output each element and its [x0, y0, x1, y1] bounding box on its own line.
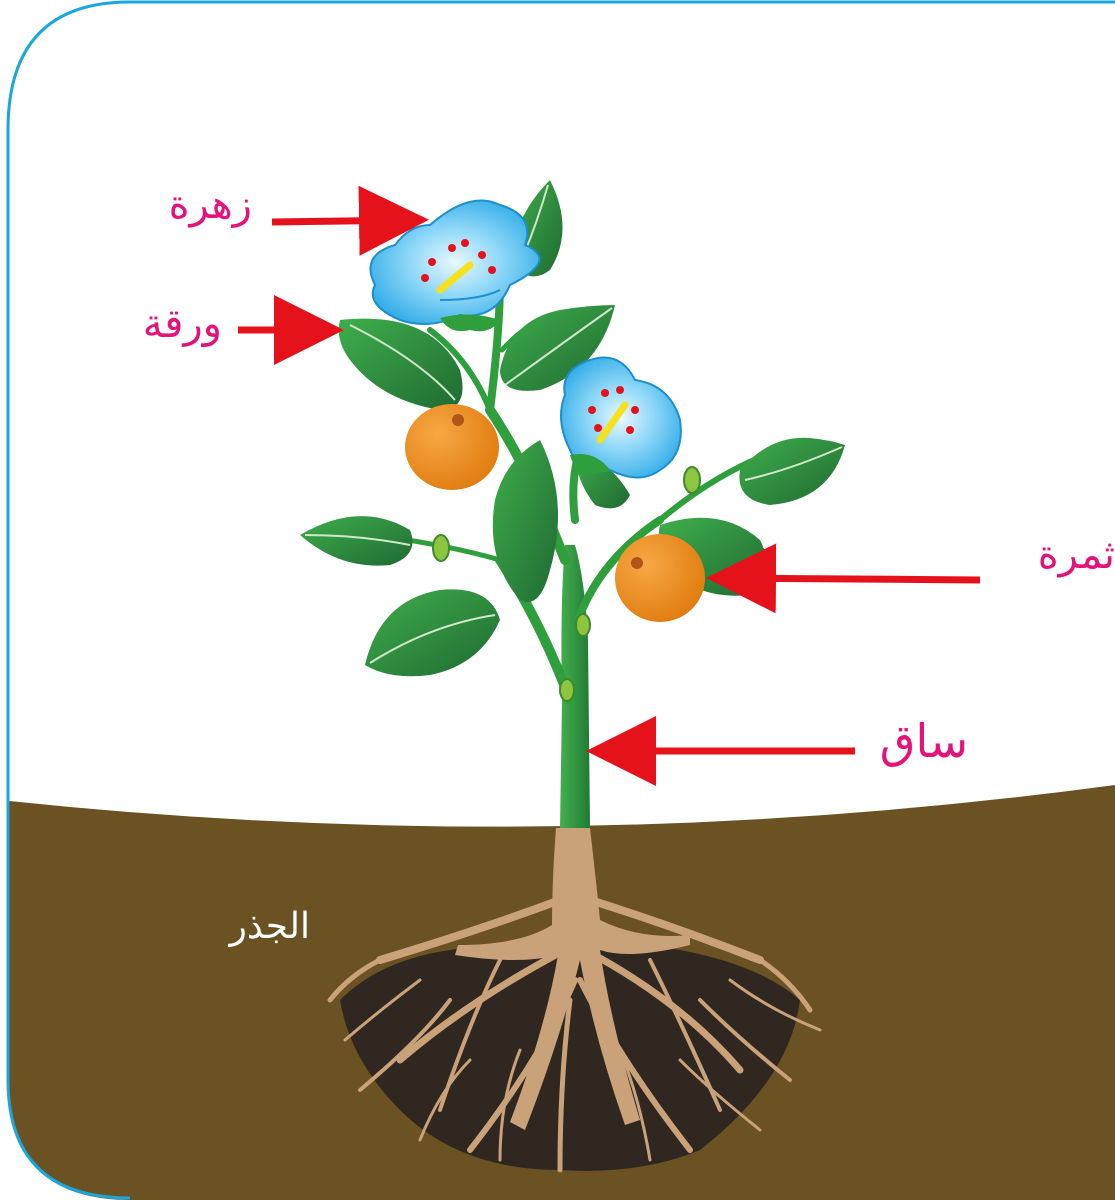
fruit-left [405, 404, 499, 490]
fruit-right [615, 534, 705, 622]
flower-label: زهرة [169, 182, 252, 228]
fruit-arrow [720, 578, 980, 580]
root-label: الجذر [228, 906, 311, 947]
fruit-label: ثمرة [1038, 532, 1115, 578]
stem-label: ساق [880, 714, 968, 768]
leaf-label: ورقة [143, 301, 222, 347]
flower-arrow [272, 220, 415, 222]
